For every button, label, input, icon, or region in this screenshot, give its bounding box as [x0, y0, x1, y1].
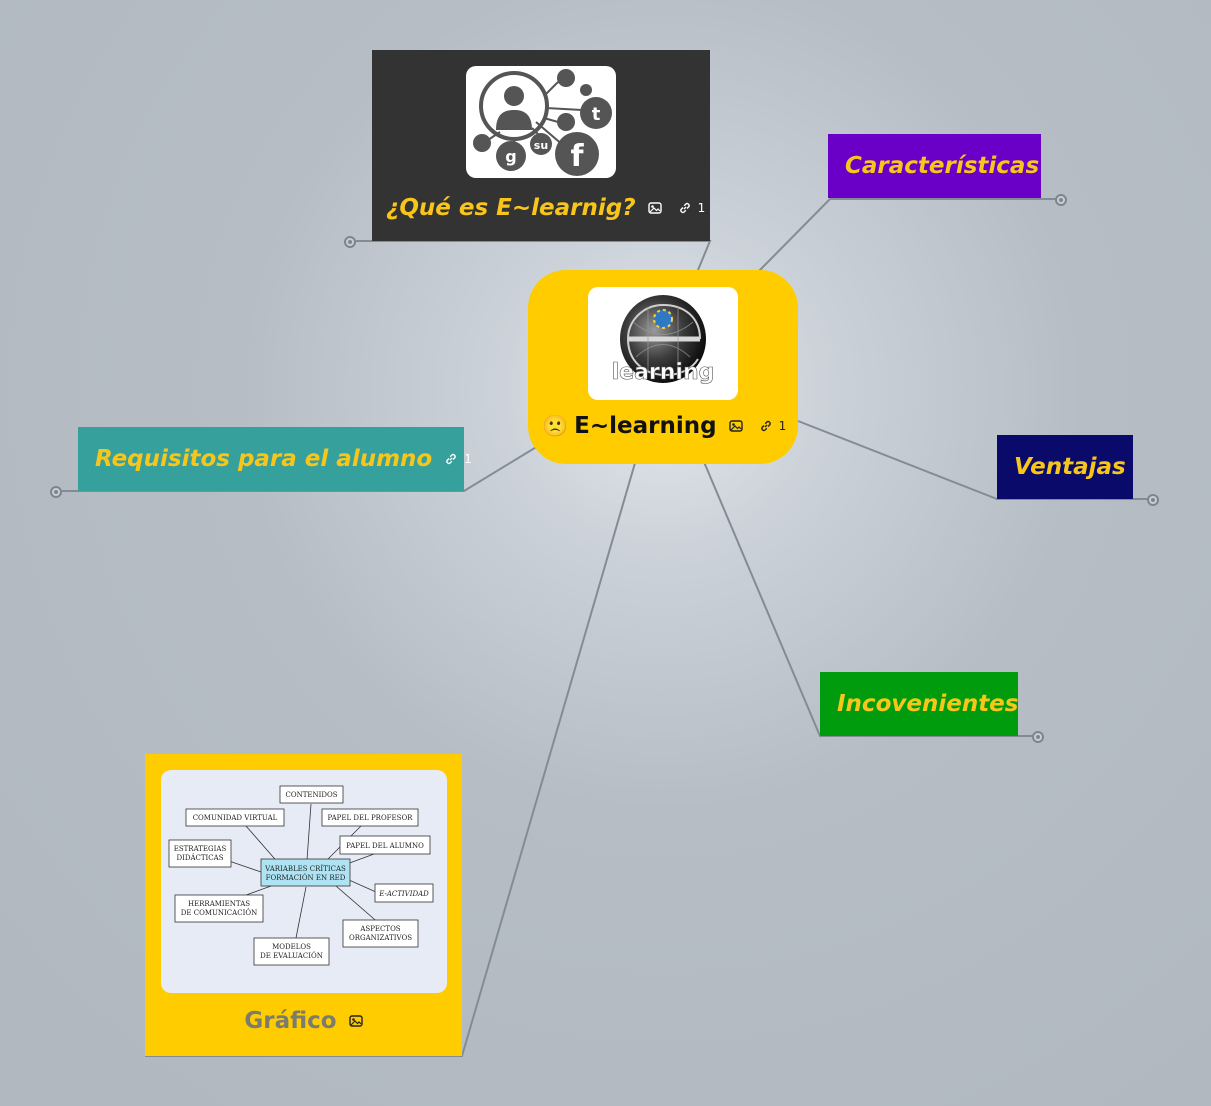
- diagram-box-modelos-1: MODELOS: [272, 943, 311, 951]
- central-topic[interactable]: learning 🙁 E~learning 1: [528, 270, 798, 464]
- diagram-box-profesor: PAPEL DEL PROFESOR: [328, 814, 414, 822]
- topic-que-label: ¿Qué es E~learnig?: [386, 195, 636, 221]
- link-icon[interactable]: [678, 201, 692, 215]
- diagram-box-estrategias-1: ESTRATEGIAS: [174, 845, 227, 853]
- diagram-box-modelos-2: DE EVALUACIÓN: [260, 951, 323, 960]
- topic-incovenientes-label: Incovenientes: [837, 691, 1019, 717]
- svg-text:f: f: [570, 139, 584, 174]
- logo-caption: learning: [612, 360, 715, 385]
- central-topic-label: E~learning: [574, 413, 717, 439]
- central-label-row: 🙁 E~learning 1: [542, 413, 786, 439]
- connector-caracteristicas: [757, 198, 1056, 273]
- grafico-label-row: Gráfico: [145, 1008, 462, 1034]
- collapse-toggle-requisitos[interactable]: [50, 486, 62, 498]
- image-icon: [647, 202, 662, 214]
- svg-text:su: su: [534, 139, 548, 152]
- link-count: 1: [697, 201, 706, 215]
- topic-caracteristicas-label: Características: [845, 153, 1040, 179]
- diagram-center-line-2: FORMACIÓN EN RED: [266, 873, 346, 882]
- diagram-center-line-1: VARIABLES CRÍTICAS: [264, 864, 346, 873]
- topic-incovenientes[interactable]: Incovenientes: [820, 672, 1018, 736]
- svg-text:t: t: [592, 104, 601, 125]
- image-icon: [348, 1015, 363, 1027]
- diagram-box-contenidos: CONTENIDOS: [285, 791, 337, 799]
- diagram-box-alumno: PAPEL DEL ALUMNO: [346, 842, 424, 850]
- collapse-toggle-que[interactable]: [344, 236, 356, 248]
- sad-face-icon: 🙁: [542, 413, 569, 438]
- diagram-box-aspectos-2: ORGANIZATIVOS: [349, 934, 412, 942]
- topic-ventajas-label: Ventajas: [1014, 454, 1126, 480]
- diagram-center-box: [260, 858, 351, 887]
- topic-grafico-label: Gráfico: [244, 1008, 337, 1034]
- diagram-box-herramientas-1: HERRAMIENTAS: [188, 900, 250, 908]
- image-icon: [728, 420, 743, 432]
- elearning-logo-image: learning: [588, 287, 738, 400]
- svg-text:g: g: [505, 147, 516, 166]
- topic-caracteristicas[interactable]: Características: [828, 134, 1041, 198]
- connector-que: [356, 240, 712, 271]
- topic-ventajas[interactable]: Ventajas: [997, 435, 1133, 499]
- collapse-toggle-caracteristicas[interactable]: [1055, 194, 1067, 206]
- diagram-box-herramientas-2: DE COMUNICACIÓN: [181, 908, 257, 917]
- link-count: 1: [464, 452, 472, 466]
- social-network-image: f t su g: [466, 66, 616, 178]
- topic-que-es-elearning[interactable]: f t su g ¿Qué es E~learnig? 1: [372, 50, 710, 241]
- link-icon[interactable]: [444, 452, 458, 466]
- diagram-box-estrategias-2: DIDÁCTICAS: [176, 853, 223, 862]
- link-count: 1: [778, 419, 787, 433]
- topic-requisitos-label: Requisitos para el alumno: [95, 446, 433, 472]
- topic-requisitos-alumno[interactable]: Requisitos para el alumno 1: [78, 427, 472, 491]
- collapse-toggle-incovenientes[interactable]: [1032, 731, 1044, 743]
- diagram-box-comunidad: COMUNIDAD VIRTUAL: [193, 814, 278, 822]
- collapse-toggle-ventajas[interactable]: [1147, 494, 1159, 506]
- que-label-row: ¿Qué es E~learnig? 1: [386, 195, 705, 221]
- link-icon[interactable]: [759, 419, 773, 433]
- diagram-box-eactividad: E-ACTIVIDAD: [378, 890, 429, 898]
- diagram-box-aspectos-1: ASPECTOS: [359, 925, 400, 933]
